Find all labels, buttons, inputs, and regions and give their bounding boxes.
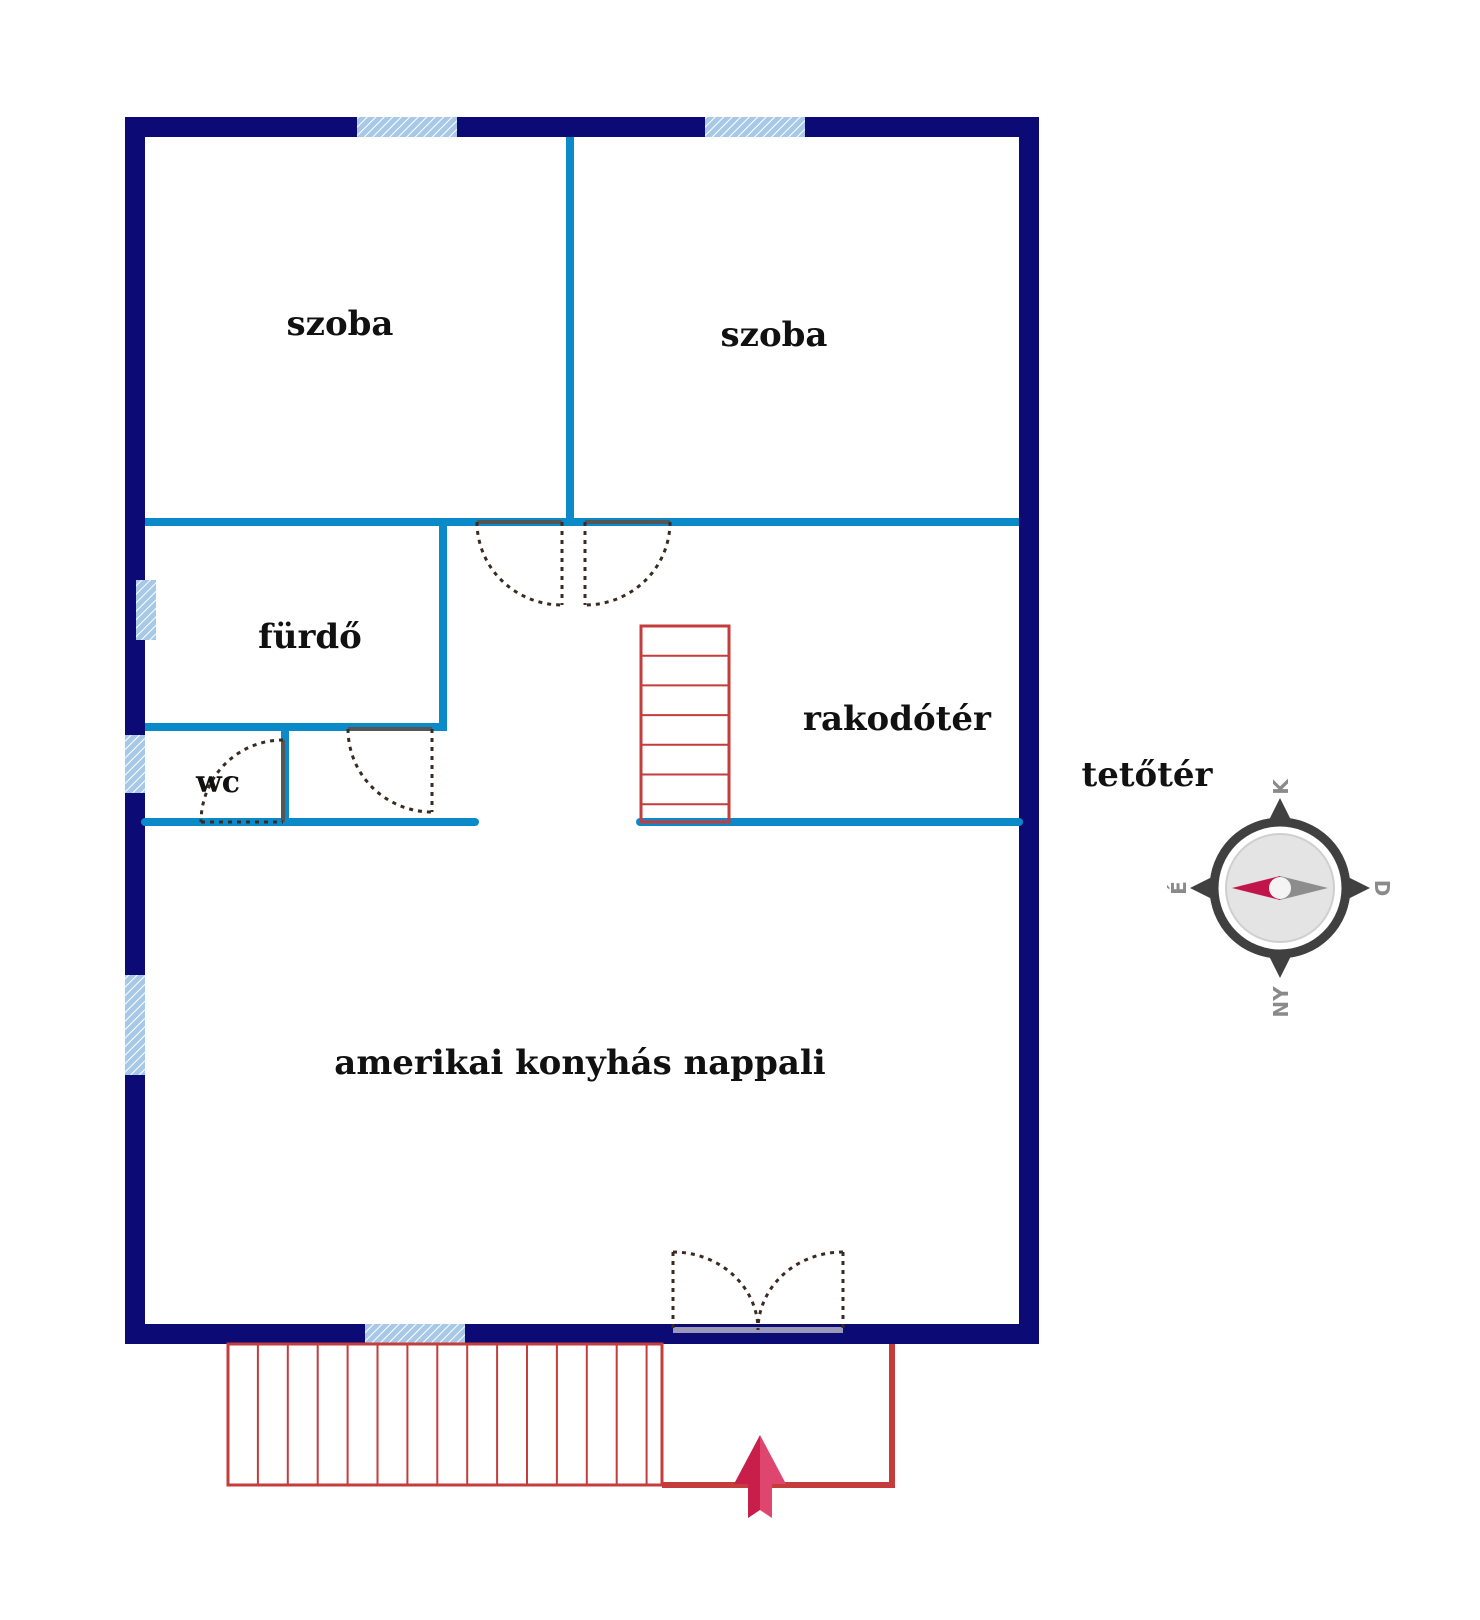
- room-label-rakodoter: rakodótér: [803, 699, 992, 739]
- room-label-szoba-right: szoba: [721, 315, 828, 355]
- windows: [125, 117, 805, 1344]
- staircase-outer: [226, 1342, 664, 1487]
- room-label-furdo: fürdő: [258, 617, 362, 657]
- window-top-right: [705, 117, 805, 137]
- door-room-right: [583, 520, 672, 607]
- entrance-arrow-icon: [734, 1435, 786, 1518]
- window-living-bottom: [365, 1324, 465, 1344]
- compass-label-south: NY: [1269, 986, 1293, 1018]
- window-bathroom: [136, 580, 156, 640]
- window-living-left: [125, 975, 145, 1075]
- floor-label: tetőtér: [1082, 755, 1214, 795]
- door-bathroom: [346, 727, 434, 814]
- door-room-left: [475, 520, 564, 607]
- compass-icon: K NY D É: [1167, 778, 1394, 1018]
- room-label-wc: wc: [195, 765, 240, 800]
- door-entrance-double: [671, 1250, 845, 1333]
- room-label-szoba-left: szoba: [287, 304, 394, 344]
- window-top-left: [357, 117, 457, 137]
- compass-label-east: D: [1370, 880, 1394, 897]
- staircase-inner: [639, 624, 731, 824]
- entrance-landing: [662, 1344, 895, 1488]
- doors: [199, 520, 845, 1333]
- compass-label-north: K: [1269, 778, 1293, 795]
- compass-needle-icon: [1232, 876, 1280, 900]
- room-label-nappali: amerikai konyhás nappali: [334, 1043, 825, 1083]
- compass-label-west: É: [1167, 881, 1191, 895]
- window-wc: [125, 735, 145, 793]
- door-wc: [199, 738, 285, 824]
